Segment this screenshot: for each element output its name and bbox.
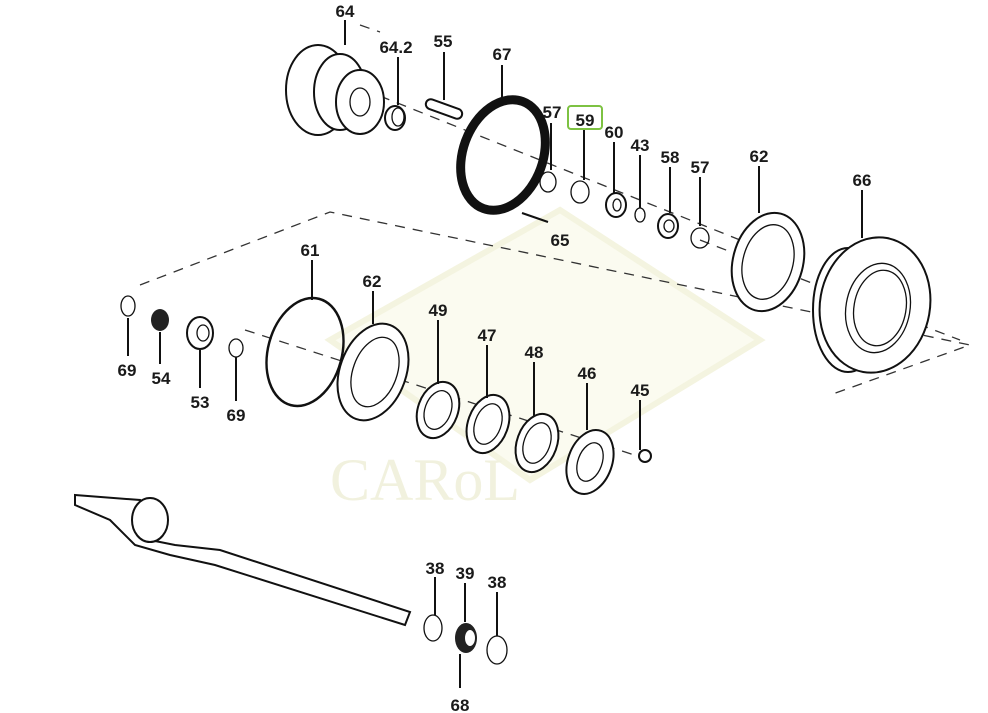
part-57-circlip-2[interactable] <box>690 227 710 249</box>
part-46-cover-plate[interactable] <box>558 423 622 500</box>
part-57-circlip[interactable] <box>539 171 557 193</box>
callout-47[interactable]: 47 <box>478 326 497 345</box>
callout-38-2[interactable]: 38 <box>488 573 507 592</box>
part-53-gear[interactable] <box>186 316 214 350</box>
callout-62[interactable]: 62 <box>750 147 769 166</box>
callout-62-2[interactable]: 62 <box>363 272 382 291</box>
callout-48[interactable]: 48 <box>525 343 544 362</box>
part-64-hub[interactable] <box>285 44 385 136</box>
callout-54[interactable]: 54 <box>152 369 171 388</box>
part-49-shim[interactable] <box>409 376 466 444</box>
callout-69[interactable]: 69 <box>118 361 137 380</box>
callout-59[interactable]: 59 <box>576 111 595 130</box>
selected-callout-highlight <box>567 105 603 130</box>
axis-line-top <box>359 24 961 341</box>
assembly-outline <box>139 211 973 396</box>
part-64-2-bushing[interactable] <box>384 105 406 131</box>
callout-68[interactable]: 68 <box>451 696 470 713</box>
callout-49[interactable]: 49 <box>429 301 448 320</box>
part-66-ring-gear[interactable] <box>809 228 941 381</box>
part-47-shim[interactable] <box>459 389 517 459</box>
part-45-screw[interactable] <box>638 449 652 463</box>
callout-45[interactable]: 45 <box>631 381 650 400</box>
part-67-seal-ring[interactable] <box>446 88 560 222</box>
svg-text:CARoL: CARoL <box>330 447 520 513</box>
callout-57[interactable]: 57 <box>543 103 562 122</box>
part-48-shim[interactable] <box>508 408 566 478</box>
callout-69-2[interactable]: 69 <box>227 406 246 425</box>
callout-55[interactable]: 55 <box>434 32 453 51</box>
axle-shaft[interactable] <box>74 493 412 627</box>
callout-66[interactable]: 66 <box>853 171 872 190</box>
callout-58[interactable]: 58 <box>661 148 680 167</box>
part-60-bearing[interactable] <box>605 192 627 218</box>
callout-43[interactable]: 43 <box>631 136 650 155</box>
part-38-circlip[interactable] <box>423 614 443 642</box>
callout-61[interactable]: 61 <box>301 241 320 260</box>
callout-64[interactable]: 64 <box>336 2 355 21</box>
callout-53[interactable]: 53 <box>191 393 210 412</box>
callout-67[interactable]: 67 <box>493 45 512 64</box>
part-62-bearing-top[interactable] <box>721 205 814 320</box>
callout-labels: 64 64.2 55 67 57 59 60 43 58 57 62 66 65… <box>118 2 872 713</box>
callout-65[interactable]: 65 <box>551 231 570 250</box>
callout-60[interactable]: 60 <box>605 123 624 142</box>
part-54-roller[interactable] <box>151 309 169 331</box>
callout-64-2[interactable]: 64.2 <box>379 38 412 57</box>
part-38-circlip-2[interactable] <box>486 635 508 665</box>
leader-lines <box>127 20 863 688</box>
part-69-washer-2[interactable] <box>228 338 244 358</box>
callout-39[interactable]: 39 <box>456 564 475 583</box>
part-39-bearing[interactable] <box>455 623 477 653</box>
part-58-bearing[interactable] <box>657 213 679 239</box>
callout-57-2[interactable]: 57 <box>691 158 710 177</box>
part-59-ring[interactable] <box>570 180 590 204</box>
part-69-washer[interactable] <box>120 295 136 317</box>
callout-46[interactable]: 46 <box>578 364 597 383</box>
callout-38[interactable]: 38 <box>426 559 445 578</box>
part-55-pin[interactable] <box>424 98 464 120</box>
part-62-bearing[interactable] <box>325 314 421 431</box>
part-43-washer[interactable] <box>634 207 646 223</box>
